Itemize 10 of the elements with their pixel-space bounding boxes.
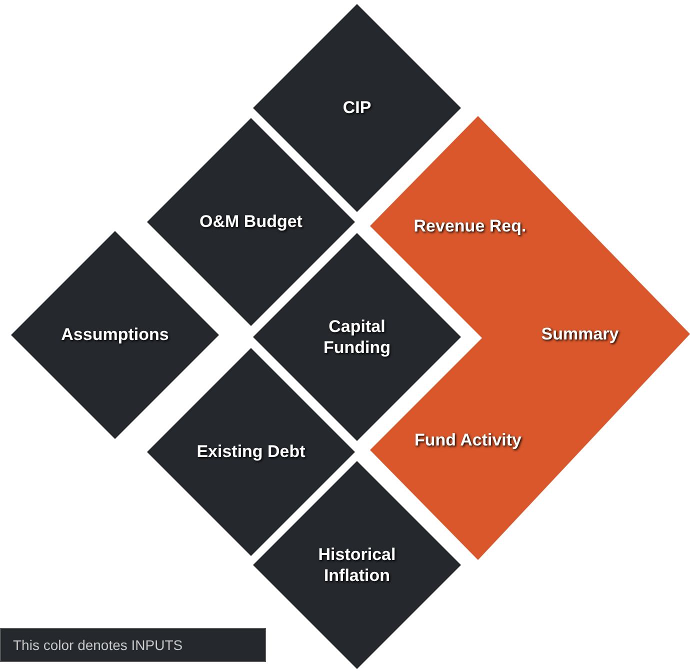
tile-label: O&M Budget — [200, 211, 302, 233]
tile-label: Capital Funding — [322, 316, 392, 358]
chevron-label: Summary — [541, 323, 619, 345]
chevron-label: Revenue Req. — [414, 215, 526, 237]
legend-text: This color denotes INPUTS — [13, 636, 183, 654]
chevron-label: Fund Activity — [414, 429, 522, 451]
tile-label: Assumptions — [61, 324, 169, 346]
tile-label: Existing Debt — [196, 441, 306, 463]
tile-label: CIP — [342, 97, 372, 119]
tile-label: Historical Inflation — [317, 544, 397, 586]
